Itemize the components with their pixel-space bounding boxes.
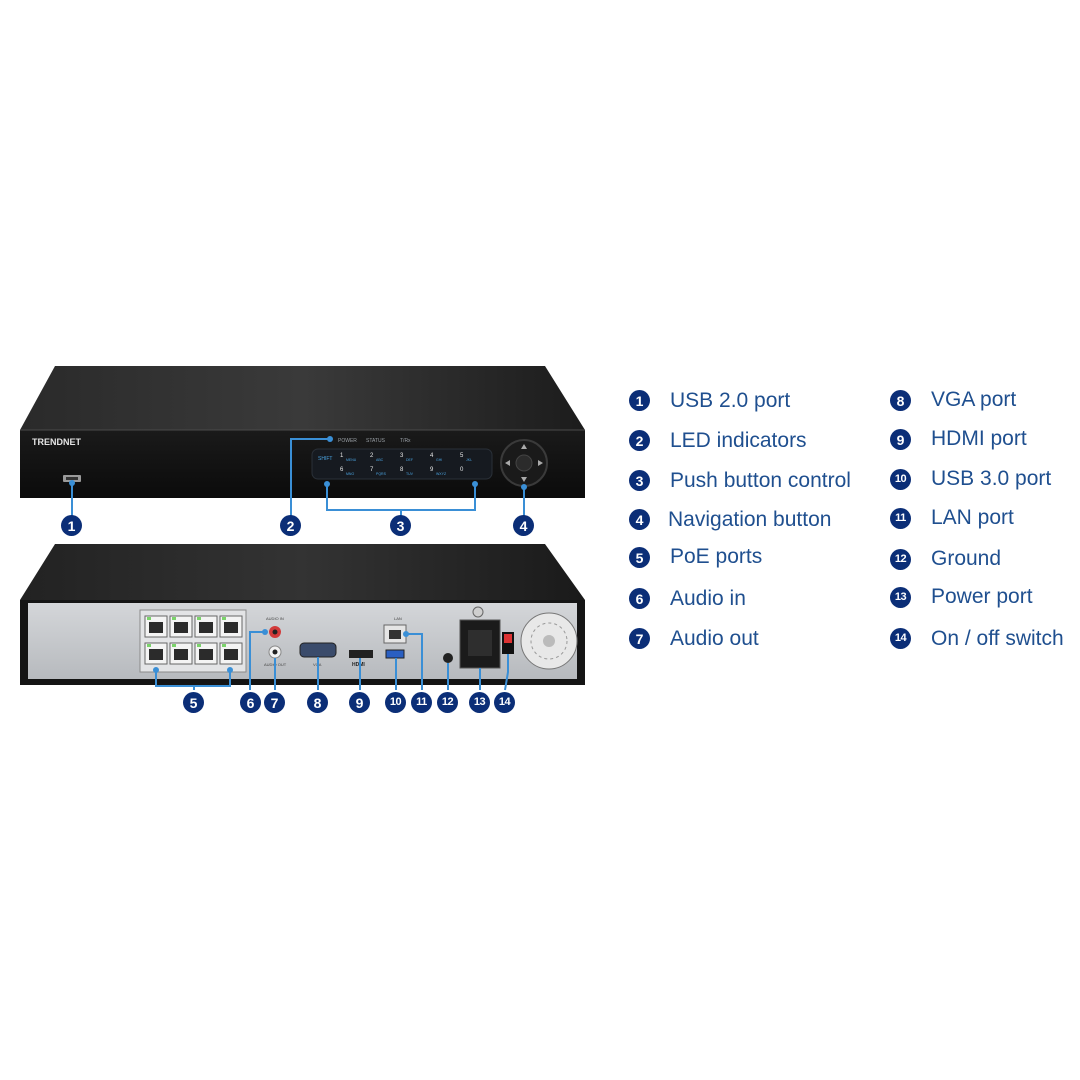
keypad-key-4-sub: GHI — [436, 458, 442, 462]
poe-port-led — [172, 617, 176, 620]
keypad-key-3: 3 — [400, 453, 404, 459]
poe-port-led — [197, 617, 201, 620]
keypad-key-8-sub: TUV — [406, 472, 414, 476]
callout-8: 8 — [307, 692, 328, 713]
legend-badge-5: 5 — [629, 547, 650, 568]
callout-9: 9 — [349, 692, 370, 713]
legend-label-4: Navigation button — [668, 508, 832, 531]
rear-view: AUDIO IN AUDIO OUT VGA HDMI LAN — [20, 544, 585, 691]
poe-port-socket — [174, 622, 188, 633]
legend-label-2: LED indicators — [670, 429, 807, 452]
ground-terminal — [443, 653, 453, 663]
legend-badge-6: 6 — [629, 588, 650, 609]
keypad-key-7-sub: PQRS — [376, 472, 387, 476]
poe-port-led — [172, 644, 176, 647]
keypad-key-2: 2 — [370, 453, 374, 459]
keypad-key-9: 9 — [430, 467, 434, 473]
legend-label-1: USB 2.0 port — [670, 389, 791, 412]
callout-3: 3 — [390, 515, 411, 536]
keypad-key-8: 8 — [400, 467, 404, 473]
legend-label-12: Ground — [931, 547, 1002, 570]
hdmi-label: HDMI — [352, 662, 365, 668]
audio-in-label: AUDIO IN — [266, 616, 284, 621]
callout-2: 2 — [280, 515, 301, 536]
legend-label-10: USB 3.0 port — [931, 467, 1052, 490]
poe-ports — [144, 615, 243, 665]
keypad-key-3-sub: DEF — [406, 458, 413, 462]
poe-port-socket — [174, 649, 188, 660]
legend-label-9: HDMI port — [931, 427, 1027, 450]
poe-port-led — [147, 617, 151, 620]
legend-badge-10: 10 — [890, 469, 911, 490]
legend-badge-14: 14 — [890, 628, 911, 649]
lan-label: LAN — [394, 616, 402, 621]
poe-port-socket — [149, 622, 163, 633]
legend-badge-4: 4 — [629, 509, 650, 530]
legend-label-5: PoE ports — [670, 545, 763, 568]
legend-badge-1: 1 — [629, 390, 650, 411]
callout-1: 1 — [61, 515, 82, 536]
poe-port-led — [147, 644, 151, 647]
poe-port-socket — [224, 649, 238, 660]
keypad-key-0: 0 — [460, 467, 464, 473]
front-chassis-top — [20, 366, 585, 430]
legend-label-6: Audio in — [670, 587, 746, 610]
legend-badge-9: 9 — [890, 429, 911, 450]
legend-label-11: LAN port — [931, 506, 1014, 529]
callout-7: 7 — [264, 692, 285, 713]
legend-badge-7: 7 — [629, 628, 650, 649]
poe-port-socket — [149, 649, 163, 660]
keypad-key-6: 6 — [340, 467, 344, 473]
usb3-port — [385, 649, 405, 659]
legend-label-14: On / off switch — [931, 627, 1064, 650]
legend-badge-13: 13 — [890, 587, 911, 608]
poe-port-led — [222, 617, 226, 620]
poe-port-led — [197, 644, 201, 647]
callout-14: 14 — [494, 692, 515, 713]
legend-badge-2: 2 — [629, 430, 650, 451]
brand-logo: TRENDNET — [32, 437, 82, 447]
legend-label-3: Push button control — [670, 469, 851, 492]
poe-port-socket — [224, 622, 238, 633]
rear-chassis-top — [20, 544, 585, 600]
keypad-key-2-sub: ABC — [376, 458, 384, 462]
poe-port-socket — [199, 622, 213, 633]
legend-badge-11: 11 — [890, 508, 911, 529]
callout-6: 6 — [240, 692, 261, 713]
led-label-status: STATUS — [366, 438, 386, 444]
keypad-key-9-sub: WXYZ — [436, 472, 447, 476]
keypad-key-5: 5 — [460, 453, 464, 459]
keypad-shift-label: SHIFT — [318, 456, 332, 462]
keypad-key-1: 1 — [340, 453, 344, 459]
legend-badge-12: 12 — [890, 549, 911, 570]
callout-4: 4 — [513, 515, 534, 536]
keypad-key-5-sub: JKL — [466, 458, 472, 462]
keypad-key-7: 7 — [370, 467, 374, 473]
keypad-key-1-sub: MENU — [346, 458, 357, 462]
led-label-trx: T/Rx — [400, 438, 411, 444]
callout-10: 10 — [385, 692, 406, 713]
led-label-power: POWER — [338, 438, 357, 444]
legend-label-7: Audio out — [670, 627, 759, 650]
keypad-key-6-sub: MNO — [346, 472, 354, 476]
vga-port — [299, 642, 337, 658]
poe-port-socket — [199, 649, 213, 660]
poe-port-led — [222, 644, 226, 647]
front-leader-lines — [71, 438, 525, 516]
rear-leader-lines — [155, 631, 509, 691]
callout-13: 13 — [469, 692, 490, 713]
legend-badge-8: 8 — [890, 390, 911, 411]
keypad-panel — [311, 448, 493, 480]
callout-11: 11 — [411, 692, 432, 713]
keypad-key-4: 4 — [430, 453, 434, 459]
callout-12: 12 — [437, 692, 458, 713]
callout-5: 5 — [183, 692, 204, 713]
legend-label-8: VGA port — [931, 388, 1017, 411]
hdmi-port — [349, 650, 373, 658]
legend-badge-3: 3 — [629, 470, 650, 491]
legend-label-13: Power port — [931, 585, 1033, 608]
